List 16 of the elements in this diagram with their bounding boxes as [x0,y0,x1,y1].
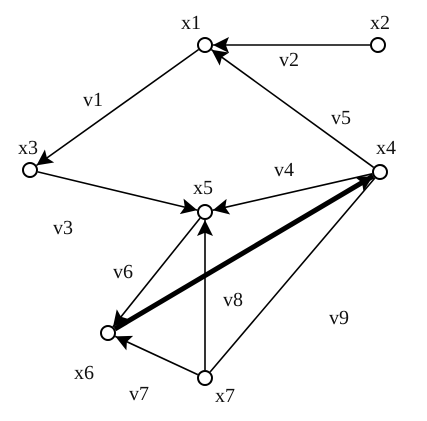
vertex-label: x2 [370,13,390,33]
arrow [212,173,372,214]
arrow [114,336,198,376]
arrow [36,49,199,166]
vertex-label: x5 [193,178,213,198]
arrow [112,218,201,328]
thick-arrow [114,174,374,332]
arrow [213,37,370,53]
vertex-label: x1 [181,13,201,33]
arrow [197,220,213,370]
arrow [38,171,198,214]
arrow [211,49,374,168]
vertex-label: x6 [74,363,94,383]
vertex-label: x4 [376,138,396,158]
vertex-label: x3 [18,138,38,158]
vertex-label: x7 [215,386,235,406]
